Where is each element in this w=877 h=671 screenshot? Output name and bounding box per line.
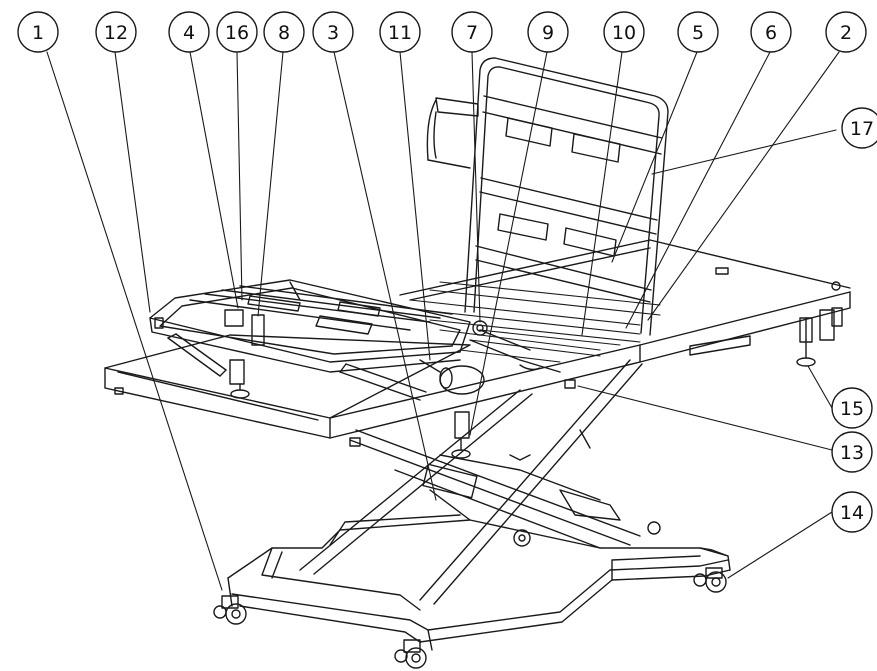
scissor-lift [299, 359, 643, 605]
callout-circle [603, 11, 645, 53]
callout-label: 14 [840, 502, 864, 524]
callout-circle [95, 11, 137, 53]
callout-6: 6 [750, 11, 792, 53]
callout-15: 15 [831, 387, 873, 429]
caster-middle [513, 521, 661, 547]
callout-2: 2 [825, 11, 867, 53]
callout-label: 7 [466, 22, 478, 44]
callout-17: 17 [841, 107, 877, 149]
callout-5: 5 [677, 11, 719, 53]
callout-16: 16 [216, 11, 258, 53]
leader-lines [46, 51, 840, 591]
brackets [114, 317, 576, 447]
callout-circle [312, 11, 354, 53]
callout-label: 12 [104, 22, 128, 44]
callout-14: 14 [831, 491, 873, 533]
callout-circle [263, 11, 305, 53]
callout-circle [216, 11, 258, 53]
callout-3: 3 [312, 11, 354, 53]
callout-1: 1 [17, 11, 59, 53]
callout-11: 11 [379, 11, 421, 53]
callout-10: 10 [603, 11, 645, 53]
callout-8: 8 [263, 11, 305, 53]
main-deck-frame [104, 239, 851, 439]
callout-circle [379, 11, 421, 53]
callout-13: 13 [831, 431, 873, 473]
callout-label: 5 [692, 22, 704, 44]
callout-circle [677, 11, 719, 53]
callout-label: 13 [840, 442, 864, 464]
callout-circle [168, 11, 210, 53]
callout-label: 9 [542, 22, 554, 44]
callout-circle [451, 11, 493, 53]
callout-circle [831, 431, 873, 473]
callout-label: 6 [765, 22, 777, 44]
callout-label: 4 [183, 22, 195, 44]
callout-circle [831, 387, 873, 429]
callout-label: 1 [32, 22, 44, 44]
callout-7: 7 [451, 11, 493, 53]
callout-group: 1 12 4 16 8 3 11 7 9 10 5 6 2 17 15 13 14 [17, 11, 877, 533]
callout-circle [527, 11, 569, 53]
callout-4: 4 [168, 11, 210, 53]
callout-label: 8 [278, 22, 290, 44]
base-frame [227, 514, 731, 651]
caster-rear-right [693, 567, 727, 593]
callout-label: 11 [388, 22, 412, 44]
caster-front-right [394, 639, 427, 669]
callout-circle [825, 11, 867, 53]
callout-label: 10 [612, 22, 636, 44]
callout-circle [17, 11, 59, 53]
callout-label: 2 [840, 22, 852, 44]
callout-circle [841, 107, 877, 149]
caster-front-left [213, 595, 247, 625]
back-rest [426, 57, 669, 336]
callout-label: 3 [327, 22, 339, 44]
callout-label: 15 [840, 398, 864, 420]
levellers [229, 307, 843, 459]
callout-circle [750, 11, 792, 53]
callout-label: 16 [225, 22, 249, 44]
callout-9: 9 [527, 11, 569, 53]
callout-label: 17 [850, 118, 874, 140]
callout-circle [831, 491, 873, 533]
deck-slats [409, 281, 661, 363]
callout-12: 12 [95, 11, 137, 53]
actuators [339, 320, 561, 401]
